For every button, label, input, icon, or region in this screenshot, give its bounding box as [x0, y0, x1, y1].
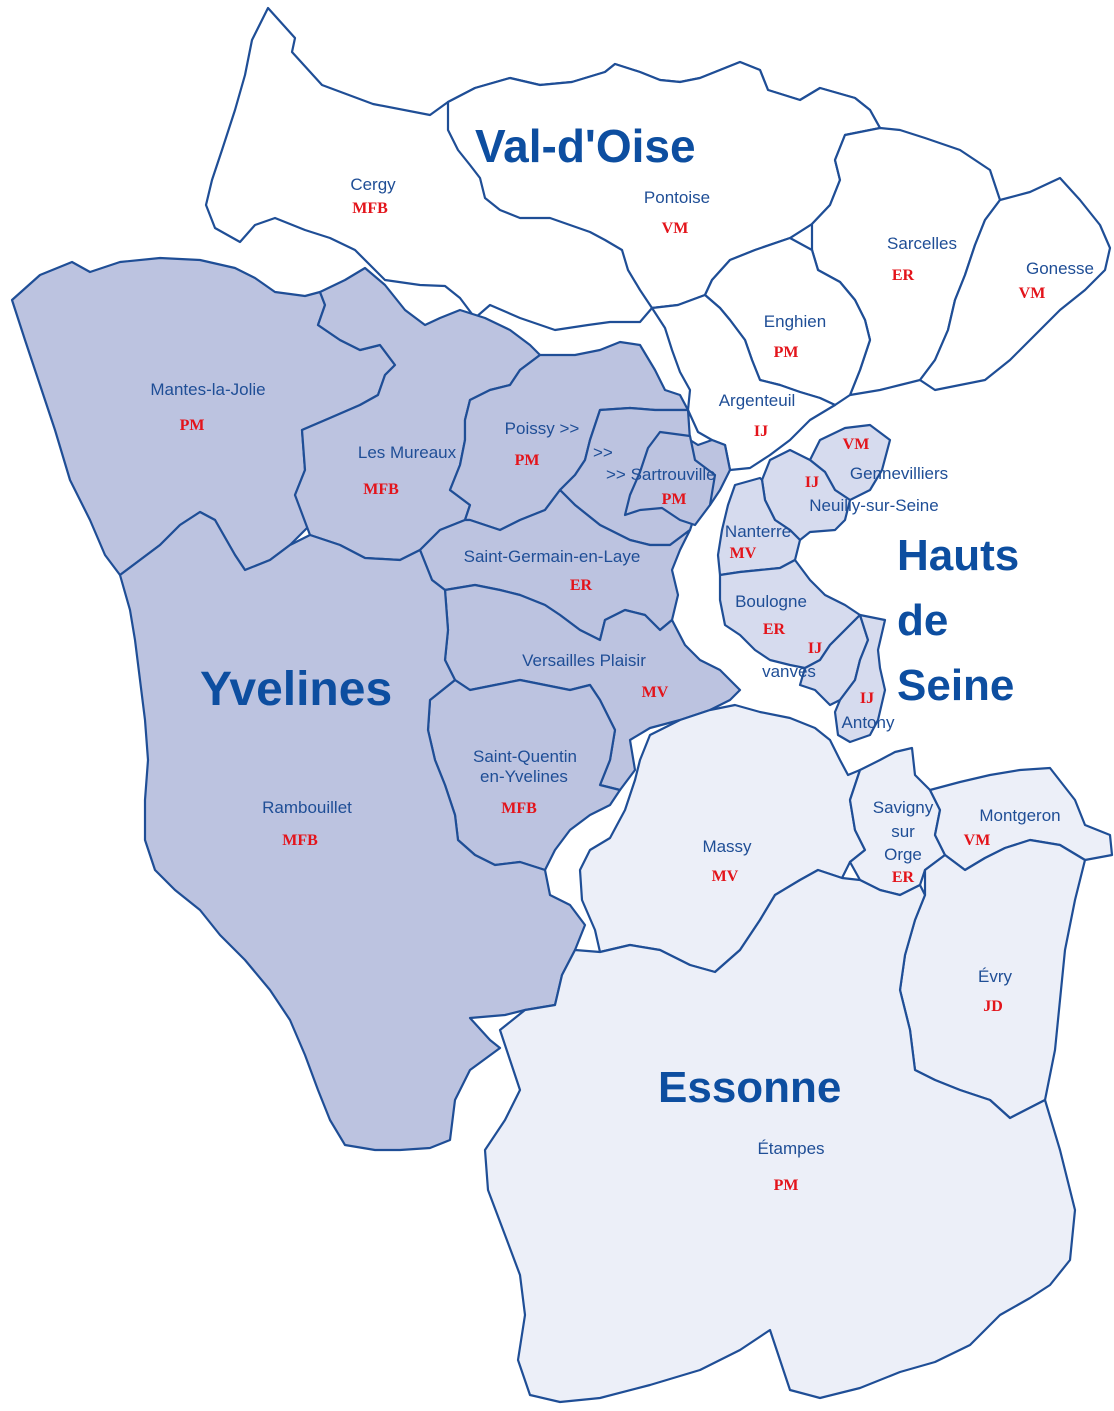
code-boulogne: ER — [763, 621, 786, 638]
code-montgeron: VM — [964, 832, 991, 849]
code-saint-germain-en-laye: ER — [570, 577, 593, 594]
dept-label-de: de — [897, 596, 948, 645]
code-cergy: MFB — [352, 200, 388, 217]
label-saint-quentin-1: Saint-Quentin — [473, 747, 577, 766]
label-savigny-2: sur — [891, 822, 915, 841]
district-argenteuil[interactable] — [650, 293, 837, 472]
label-rambouillet: Rambouillet — [262, 798, 352, 817]
label-savigny-1: Savigny — [873, 798, 934, 817]
label-versailles-plaisir: Versailles Plaisir — [522, 651, 646, 670]
label-poissy: Poissy >> — [505, 419, 580, 438]
val-doise-region — [204, 6, 1112, 472]
label-etampes: Étampes — [757, 1139, 824, 1158]
code-savigny: ER — [892, 869, 915, 886]
essonne-region — [483, 703, 1114, 1404]
label-les-mureaux: Les Mureaux — [358, 443, 457, 462]
hauts-de-seine-region — [716, 423, 892, 744]
district-antony[interactable] — [833, 613, 887, 744]
code-les-mureaux: MFB — [363, 481, 399, 498]
code-argenteuil: IJ — [754, 423, 768, 440]
code-neuilly: IJ — [805, 474, 819, 491]
district-sartrouville-inner[interactable] — [623, 430, 717, 527]
code-saint-quentin: MFB — [501, 800, 537, 817]
label-boulogne: Boulogne — [735, 592, 807, 611]
label-sartrouville-arrows: >> — [593, 443, 613, 462]
code-mantes-la-jolie: PM — [180, 417, 205, 434]
dept-label-seine: Seine — [897, 661, 1014, 710]
label-enghien: Enghien — [764, 312, 826, 331]
dept-label-essonne: Essonne — [658, 1063, 841, 1112]
code-enghien: PM — [774, 344, 799, 361]
code-massy: MV — [712, 868, 739, 885]
label-gennevilliers: Gennevilliers — [850, 464, 948, 483]
label-gonesse: Gonesse — [1026, 259, 1094, 278]
label-sartrouville: >> Sartrouville — [606, 465, 716, 484]
label-cergy: Cergy — [350, 175, 396, 194]
district-etampes[interactable] — [483, 868, 1077, 1404]
label-vanves: vanves — [762, 662, 816, 681]
code-sarcelles: ER — [892, 267, 915, 284]
code-gennevilliers: VM — [843, 436, 870, 453]
yvelines-region — [10, 256, 742, 1152]
label-pontoise: Pontoise — [644, 188, 710, 207]
district-rambouillet[interactable] — [118, 510, 587, 1152]
code-etampes: PM — [774, 1177, 799, 1194]
label-savigny-3: Orge — [884, 845, 922, 864]
label-massy: Massy — [702, 837, 752, 856]
label-mantes-la-jolie: Mantes-la-Jolie — [150, 380, 265, 399]
label-saint-germain-en-laye: Saint-Germain-en-Laye — [464, 547, 641, 566]
code-vanves: IJ — [808, 640, 822, 657]
code-gonesse: VM — [1019, 285, 1046, 302]
label-evry: Évry — [978, 967, 1013, 986]
code-evry: JD — [983, 998, 1003, 1015]
district-gonesse[interactable] — [918, 176, 1112, 392]
code-pontoise: VM — [662, 220, 689, 237]
dept-label-yvelines: Yvelines — [200, 663, 392, 716]
code-versailles-plaisir: MV — [642, 684, 669, 701]
label-nanterre: Nanterre — [725, 522, 791, 541]
label-antony: Antony — [842, 713, 895, 732]
code-sartrouville: PM — [662, 491, 687, 508]
code-nanterre: MV — [730, 545, 757, 562]
dept-label-hauts: Hauts — [897, 531, 1019, 580]
code-poissy: PM — [515, 452, 540, 469]
label-sarcelles: Sarcelles — [887, 234, 957, 253]
label-saint-quentin-2: en-Yvelines — [480, 767, 568, 786]
label-argenteuil: Argenteuil — [719, 391, 796, 410]
code-rambouillet: MFB — [282, 832, 318, 849]
dept-label-val-doise: Val-d'Oise — [475, 120, 696, 172]
label-neuilly: Neuilly-sur-Seine — [809, 496, 938, 515]
code-antony: IJ — [860, 690, 874, 707]
label-montgeron: Montgeron — [979, 806, 1060, 825]
